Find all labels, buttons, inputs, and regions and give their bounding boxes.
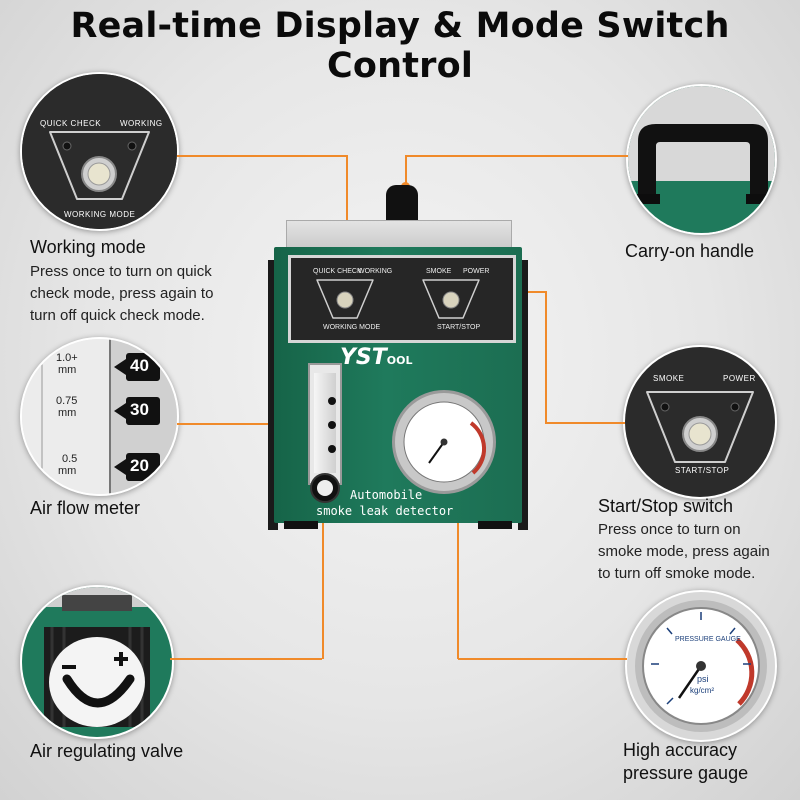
- air-flow-meter-title: Air flow meter: [30, 498, 141, 518]
- page-title: Real-time Display & Mode Switch Control: [70, 6, 730, 86]
- power-label: POWER: [723, 374, 756, 383]
- machine-pressure-gauge: [392, 390, 496, 494]
- air-valve-title: Air regulating valve: [30, 741, 184, 761]
- machine-flow-meter: [308, 363, 342, 485]
- smoke-detector-machine: QUICK CHECK WORKING WORKING MODE SMOKE P…: [268, 185, 528, 530]
- machine-label-line2: smoke leak detector: [316, 504, 454, 518]
- working-mode-zoom: QUICK CHECK WORKING WORKING MODE: [20, 72, 179, 231]
- panel-working-mode: WORKING MODE: [323, 324, 381, 331]
- panel-smoke: SMOKE: [426, 268, 452, 275]
- valve-connector: [170, 658, 322, 660]
- working-mode-connector: [177, 155, 347, 157]
- smoke-label: SMOKE: [653, 374, 685, 383]
- quick-check-label: QUICK CHECK: [40, 119, 102, 128]
- gauge-zoom-units: psi: [697, 674, 709, 684]
- panel-working: WORKING: [358, 268, 393, 275]
- gauge-zoom-units2: kg/cm²: [690, 686, 714, 695]
- handle-connector: [405, 155, 628, 157]
- handle-zoom: [626, 84, 777, 235]
- panel-start-stop: START/STOP: [437, 324, 481, 331]
- start-stop-title: Start/Stop switch: [598, 496, 734, 516]
- brand-logo: YSTOOL: [340, 345, 413, 370]
- start-stop-label: START/STOP: [675, 466, 730, 475]
- carry-handle-title: Carry-on handle: [625, 241, 755, 261]
- working-label: WORKING: [120, 119, 163, 128]
- machine-label-line1: Automobile: [350, 488, 423, 502]
- gauge-zoom-label: PRESSURE GAUGE: [675, 636, 741, 643]
- flow-meter-zoom: 1.0+ mm 40 0.75 mm 30 0.5 mm 20: [20, 337, 179, 496]
- working-mode-title: Working mode: [30, 237, 146, 257]
- gauge-connector: [458, 658, 627, 660]
- start-stop-zoom: SMOKE POWER START/STOP: [623, 345, 777, 499]
- valve-zoom: [20, 585, 174, 739]
- control-panel: QUICK CHECK WORKING WORKING MODE SMOKE P…: [288, 255, 516, 343]
- working-mode-label: WORKING MODE: [64, 210, 136, 219]
- pressure-gauge-zoom: PRESSURE GAUGE psi kg/cm²: [625, 590, 777, 742]
- panel-quick-check: QUICK CHECK: [313, 268, 362, 275]
- flow-meter-connector: [177, 423, 322, 425]
- panel-power: POWER: [463, 268, 490, 275]
- machine-valve-knob[interactable]: [310, 473, 340, 503]
- machine-lid: [286, 220, 512, 252]
